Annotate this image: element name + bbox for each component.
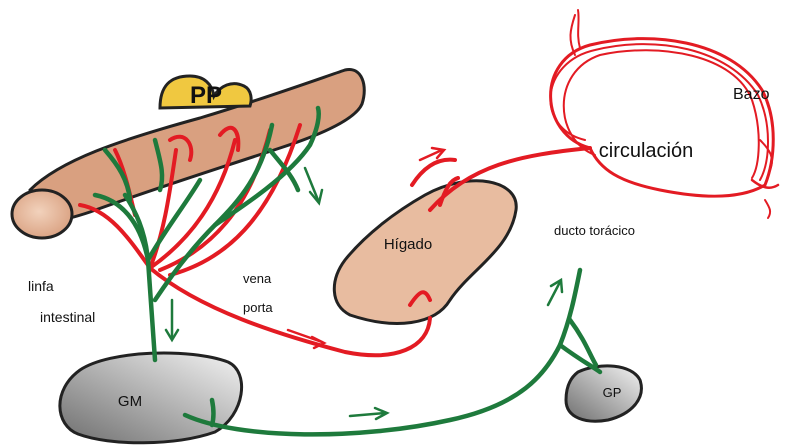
bazo-label: Bazo [733, 86, 770, 103]
mesenteric-node: GM [60, 353, 242, 443]
liver: Hígado [334, 181, 516, 324]
porta-label: porta [243, 300, 273, 315]
peripheral-node: GP [566, 366, 641, 421]
higado-label: Hígado [384, 236, 432, 253]
ducto-toracico-label: ducto torácico [554, 223, 635, 238]
linfa-label: linfa [28, 278, 54, 294]
bazo-label-group: Bazo circulación [599, 86, 770, 162]
side-labels: linfa intestinal vena porta ducto toráci… [28, 223, 635, 325]
circulation-loop [550, 10, 778, 218]
gm-label: GM [118, 393, 142, 410]
peyer-patch: PP [160, 76, 251, 109]
intestinal-label: intestinal [40, 309, 95, 325]
vena-label: vena [243, 271, 272, 286]
circulacion-label: circulación [599, 140, 693, 162]
intestine-end [12, 190, 72, 238]
gp-label: GP [603, 385, 622, 400]
pp-label: PP [190, 82, 222, 109]
